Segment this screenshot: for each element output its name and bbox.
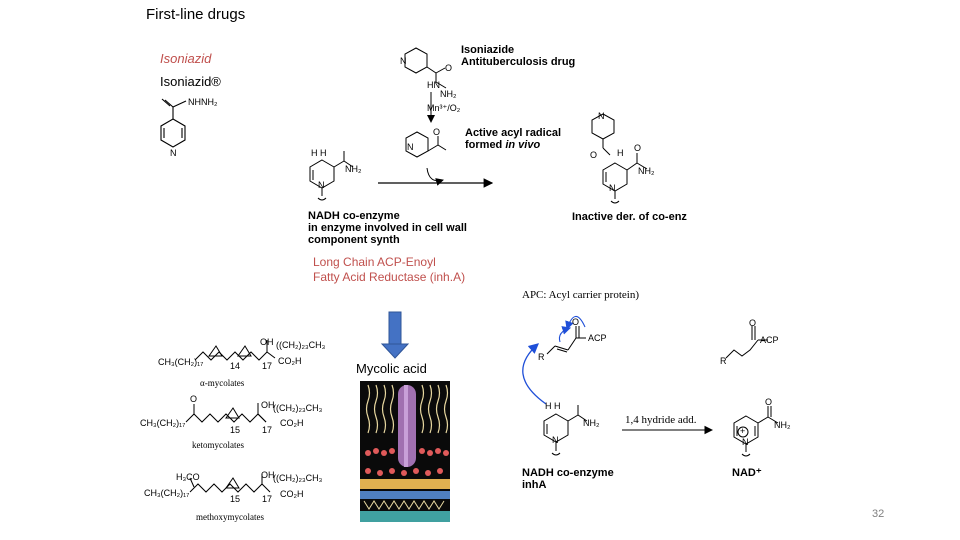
mycolate-chains: [185, 340, 276, 493]
product-ring-n: N: [609, 183, 616, 193]
keto-tail: CH₃(CH₂)₁₇: [140, 418, 186, 428]
nad-ring-n: N: [742, 437, 749, 447]
product-acp-o: O: [749, 318, 757, 328]
product-r: R: [720, 356, 727, 366]
methoxy-oh: OH: [261, 470, 275, 480]
reactant-acp: ACP: [588, 333, 607, 343]
nad-o: O: [765, 397, 773, 407]
nad-plus-label: NAD⁺: [732, 467, 762, 479]
nadh-bottom-hh: H H: [545, 401, 561, 411]
slide-title: First-line drugs: [146, 6, 246, 23]
enzyme-label: Long Chain ACP-Enoyl Fatty Acid Reductas…: [313, 255, 466, 284]
alpha-tail: CH₃(CH₂)₁₇: [158, 357, 204, 367]
nadh-bottom-amide: NH₂: [583, 418, 600, 428]
enoyl-acp-structure: [546, 326, 586, 355]
alpha-n1: 14: [230, 361, 241, 371]
nadh-top-structure: [309, 151, 354, 201]
nadh-bottom-ring-n: N: [552, 435, 559, 445]
keto-acid: CO₂H: [280, 418, 304, 428]
nadh-top-amide: NH₂: [345, 164, 362, 174]
methoxy-n2: 17: [262, 494, 273, 504]
left-ring-n: N: [170, 148, 177, 158]
nad-amide: NH₂: [774, 420, 791, 430]
nadh-top-ring-n: N: [318, 180, 325, 190]
active-radical-label: Active acyl radical formed in vivo: [465, 127, 562, 151]
nadh-bottom-label: NADH co-enzyme inhA: [522, 467, 614, 491]
top-oxygen: O: [445, 63, 453, 73]
keto-oh: OH: [261, 400, 275, 410]
top-nh2: NH₂: [440, 89, 457, 99]
apc-label: APC: Acyl carrier protein): [522, 289, 639, 301]
keto-n1: 15: [230, 425, 241, 435]
top-isoniazide-structure: [404, 47, 447, 123]
methoxy-n1: 15: [230, 494, 241, 504]
acyl-radical-structure: [405, 131, 447, 158]
hydride-addition-label: 1,4 hydride add.: [625, 414, 697, 426]
keto-n2: 17: [262, 425, 273, 435]
product-o2: O: [634, 143, 642, 153]
alpha-acid: CO₂H: [278, 356, 302, 366]
drug-name-registered: Isoniazid®: [160, 74, 221, 89]
methoxy-acid: CO₂H: [280, 489, 304, 499]
reactant-r: R: [538, 352, 545, 362]
radical-oxygen: O: [433, 127, 441, 137]
methoxy-chain: ((CH₂)₂₃CH₃: [273, 473, 323, 483]
product-o1: O: [590, 150, 598, 160]
top-hn: HN: [427, 80, 440, 90]
alpha-mycolates-name: α-mycolates: [200, 378, 245, 388]
alpha-n2: 17: [262, 361, 273, 371]
top-ring-n: N: [400, 56, 407, 66]
product-amide: NH₂: [638, 166, 655, 176]
left-substituent-label: NHNH₂: [188, 97, 218, 107]
nadh-top-label: NADH co-enzyme in enzyme involved in cel…: [308, 210, 467, 246]
alpha-chain: ((CH₂)₂₃CH₃: [276, 340, 326, 350]
reactant-o: O: [572, 317, 580, 327]
inactive-derivative-label: Inactive der. of co-enz: [572, 211, 687, 223]
inactive-product-structure: [591, 113, 648, 204]
nadh-top-hh: H H: [311, 148, 327, 158]
nad-plus-structure: [733, 406, 779, 457]
mycolic-acid-label: Mycolic acid: [356, 361, 427, 376]
nad-charge: +: [740, 426, 746, 436]
methoxymycolates-name: methoxymycolates: [196, 512, 264, 522]
alpha-oh: OH: [260, 337, 274, 347]
methoxy-tail: CH₃(CH₂)₁₇: [144, 488, 190, 498]
oxidant-label: Mn³⁺/O₂: [427, 103, 461, 113]
isoniazide-label: Isoniazide Antituberculosis drug: [461, 44, 576, 68]
radical-ring-n: N: [407, 142, 414, 152]
isoniazid-structure: [160, 98, 187, 148]
blue-down-arrow: [380, 311, 410, 359]
drug-name-italic: Isoniazid: [160, 51, 212, 66]
saturated-acp-structure: [725, 326, 768, 359]
product-h: H: [617, 148, 624, 158]
nadh-bottom-structure: [543, 405, 588, 456]
keto-chain: ((CH₂)₂₃CH₃: [273, 403, 323, 413]
keto-o: O: [190, 394, 198, 404]
methoxy-group: H₃CO: [176, 472, 200, 482]
product-top-n: N: [598, 111, 605, 121]
mycolic-acid-membrane-image: [360, 381, 450, 522]
ketomycolates-name: ketomycolates: [192, 440, 244, 450]
page-number: 32: [872, 508, 885, 520]
product-acp: ACP: [760, 335, 779, 345]
